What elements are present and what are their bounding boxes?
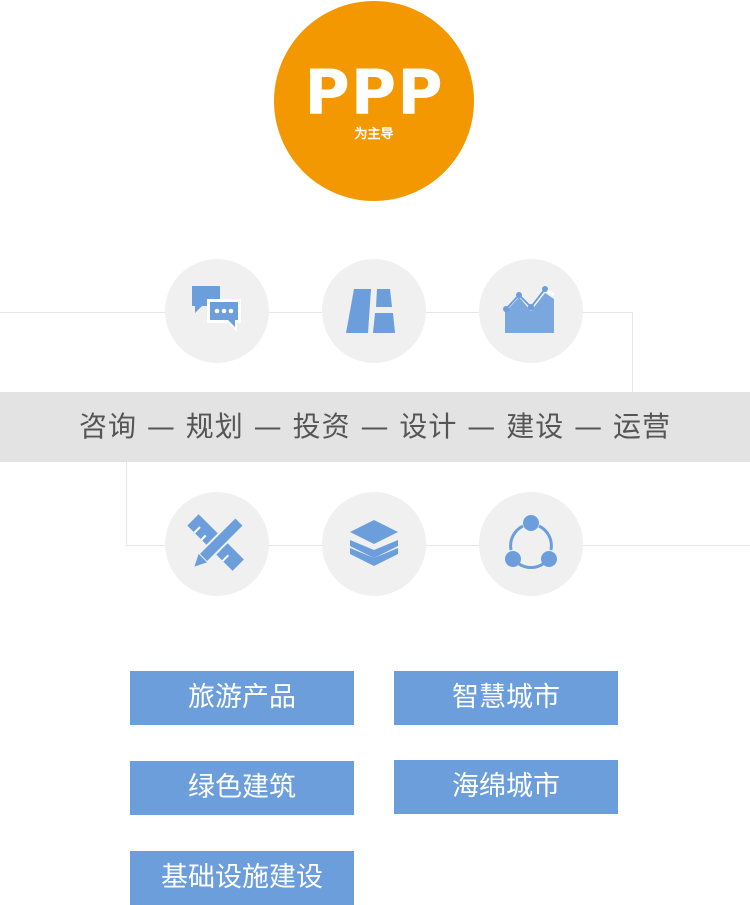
- design-icon-circle: [165, 492, 269, 596]
- product-tag-infrastructure[interactable]: 基础设施建设: [130, 851, 354, 905]
- ruler-pencil-icon: [187, 514, 246, 571]
- ppp-hero-badge: PPP 为主导: [274, 1, 474, 201]
- layers-icon: [350, 520, 398, 566]
- hero-subtitle: 为主导: [354, 127, 394, 142]
- investment-icon-circle: [479, 259, 583, 363]
- planning-icon-circle: [322, 259, 426, 363]
- map-icon: [346, 289, 395, 333]
- process-steps-text: 咨询 — 规划 — 投资 — 设计 — 建设 — 运营: [78, 410, 671, 443]
- product-tag-tourism[interactable]: 旅游产品: [130, 671, 354, 725]
- product-tag-sponge-city[interactable]: 海绵城市: [394, 760, 618, 814]
- share-icon: [505, 515, 557, 569]
- chat-icon: [192, 286, 241, 332]
- hero-title: PPP: [304, 56, 444, 129]
- construction-icon-circle: [322, 492, 426, 596]
- product-tag-smart-city[interactable]: 智慧城市: [394, 671, 618, 725]
- process-band: 咨询 — 规划 — 投资 — 设计 — 建设 — 运营: [0, 392, 750, 462]
- consulting-icon-circle: [165, 259, 269, 363]
- trend-chart-icon: [503, 286, 555, 333]
- operation-icon-circle: [479, 492, 583, 596]
- product-tag-green-building[interactable]: 绿色建筑: [130, 761, 354, 815]
